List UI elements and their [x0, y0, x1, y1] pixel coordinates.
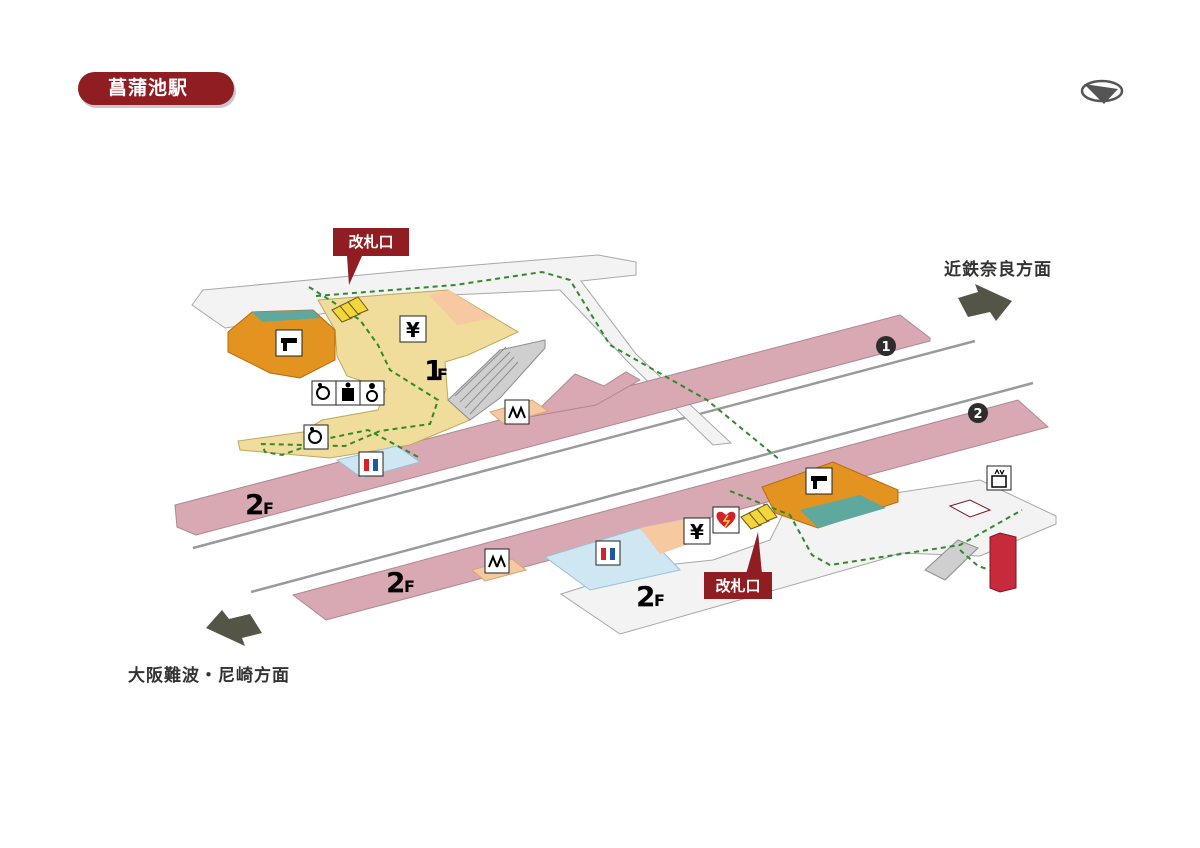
station-name: 菖蒲池駅: [78, 72, 234, 105]
concourse-lower: [559, 479, 1057, 635]
floor-label-2f-lower: 2 F: [386, 566, 415, 599]
floor-label-1f: 1 F: [424, 354, 448, 387]
svg-text:改札口: 改札口: [715, 577, 760, 595]
svg-text:2: 2: [386, 566, 405, 599]
elevator-shaft: [989, 532, 1017, 593]
office-lower-roof: [800, 495, 886, 528]
platform-number-2: 2: [968, 403, 988, 423]
svg-text:F: F: [263, 499, 274, 518]
elevator-door-void: [948, 499, 992, 518]
track-1: [192, 339, 976, 550]
elevator-icon: [986, 465, 1012, 491]
waiting-bench-icon: [504, 399, 530, 425]
peach-area-1f: [429, 290, 493, 325]
wheelchair-icon: [311, 380, 337, 406]
arrow-left-icon: [206, 610, 262, 646]
floor-label-2f-upper: 2 F: [245, 488, 274, 521]
svg-text:改札口: 改札口: [348, 233, 393, 251]
station-office-icon: [805, 467, 833, 495]
ticket-machine-icon: ¥: [399, 315, 427, 343]
waiting-bench-icon: [484, 548, 510, 574]
ostomate-icon: [335, 380, 361, 406]
arrow-right-icon: [958, 284, 1012, 321]
stairs-icon: [454, 346, 519, 415]
ticket-gate-north-icon: [331, 296, 369, 323]
wheelchair-icon: [303, 424, 329, 450]
station-office-icon: [275, 329, 303, 357]
gate-callout-south: 改札口: [704, 532, 772, 599]
concourse-1f: [237, 289, 520, 459]
svg-text:2: 2: [636, 580, 655, 613]
svg-text:¥: ¥: [406, 318, 420, 342]
gate-callout-north: 改札口: [333, 228, 409, 285]
svg-text:F: F: [654, 591, 665, 610]
direction-nara-label: 近鉄奈良方面: [944, 260, 1052, 280]
restroom-icon: [595, 540, 621, 566]
svg-text:1: 1: [881, 340, 890, 355]
aed-icon: [712, 506, 740, 534]
platform-lower: [291, 399, 1050, 621]
ticket-gate-south-icon: [740, 503, 778, 530]
direction-namba-label: 大阪難波・尼崎方面: [128, 666, 290, 686]
svg-text:F: F: [437, 365, 448, 384]
stairs-lower: [924, 539, 979, 581]
svg-text:2: 2: [245, 488, 264, 521]
svg-text:F: F: [404, 577, 415, 596]
svg-text:2: 2: [973, 407, 982, 422]
track-2: [250, 381, 1034, 594]
svg-text:¥: ¥: [690, 520, 704, 544]
platform-upper: [174, 314, 931, 536]
ticket-machine-icon: ¥: [683, 517, 711, 545]
office-upper-roof: [252, 310, 320, 322]
north-arrow-icon: [1080, 79, 1124, 104]
svg-text:1: 1: [424, 354, 443, 387]
baby-care-icon: [359, 380, 385, 406]
restroom-icon: [358, 451, 384, 477]
floor-label-2f-concourse: 2 F: [636, 580, 665, 613]
platform-number-1: 1: [876, 336, 896, 356]
